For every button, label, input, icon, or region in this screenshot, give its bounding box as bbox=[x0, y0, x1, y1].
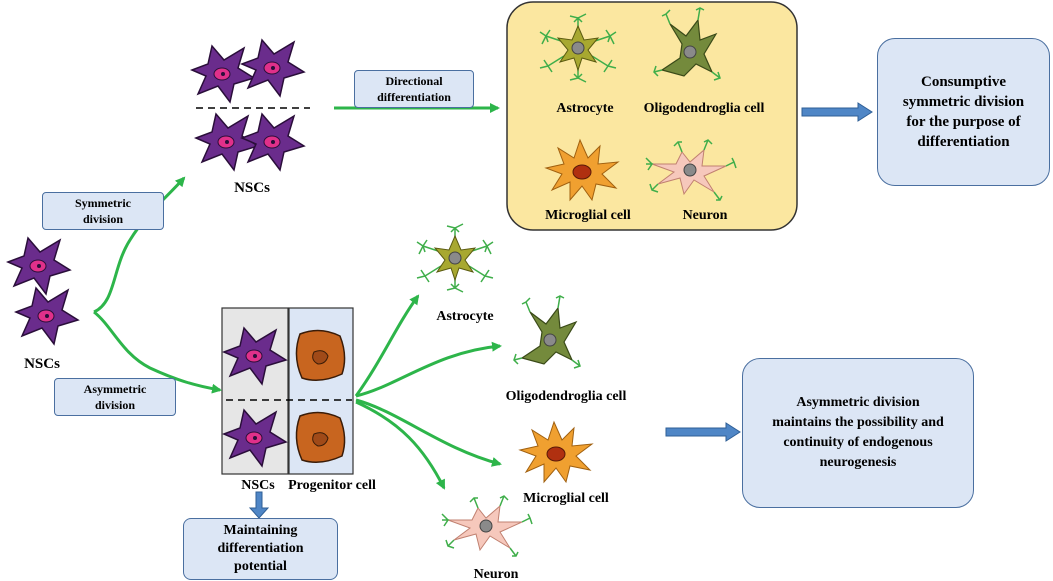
oligodendroglia-label: Oligodendroglia cell bbox=[506, 389, 627, 404]
microglia-icon bbox=[519, 421, 593, 483]
block-arrow-consumptive bbox=[801, 102, 873, 122]
astrocyte-label: Astrocyte bbox=[556, 101, 613, 116]
symmetric-arrow bbox=[93, 176, 186, 314]
to-microglia-arrow bbox=[355, 398, 502, 467]
nsc-cell-icon bbox=[7, 237, 71, 295]
nsc-cell-icon bbox=[191, 45, 255, 103]
block-arrow-maintaining bbox=[248, 491, 270, 519]
nsc-label: NSCs bbox=[234, 180, 270, 196]
block-arrow-asymmetric bbox=[665, 422, 741, 442]
nsc-label: NSCs bbox=[24, 356, 60, 372]
nsc-cell-icon bbox=[241, 39, 305, 97]
microglia-label: Microglial cell bbox=[523, 491, 609, 506]
to-oligodendroglia-arrow bbox=[355, 341, 502, 398]
neuron-label: Neuron bbox=[683, 208, 728, 223]
asymmetric-result-box: Asymmetric division maintains the possib… bbox=[742, 358, 974, 508]
neuron-icon bbox=[441, 495, 533, 557]
astrocyte-icon bbox=[416, 223, 494, 293]
consumptive-division-box: Consumptive symmetric division for the p… bbox=[877, 38, 1050, 186]
nsc-label: NSCs bbox=[241, 478, 275, 493]
nsc-cell-icon bbox=[15, 287, 79, 345]
maintaining-potential-box: Maintaining differentiation potential bbox=[183, 518, 338, 580]
oligodendroglia-icon bbox=[513, 295, 581, 369]
nsc-cell-icon bbox=[241, 113, 305, 171]
to-astrocyte-arrow bbox=[354, 294, 420, 397]
to-neuron-arrow bbox=[355, 400, 446, 490]
progenitor-cell-icon bbox=[295, 329, 346, 381]
symmetric-division-box: Symmetric division bbox=[42, 192, 164, 230]
neuron-label: Neuron bbox=[474, 567, 519, 581]
asymmetric-arrow bbox=[93, 310, 222, 394]
astrocyte-label: Astrocyte bbox=[436, 309, 493, 324]
asymmetric-division-box: Asymmetric division bbox=[54, 378, 176, 416]
microglia-label: Microglial cell bbox=[545, 208, 631, 223]
differentiation-panel bbox=[506, 1, 798, 231]
oligodendroglia-label: Oligodendroglia cell bbox=[644, 101, 765, 116]
progenitor-cell-icon bbox=[295, 411, 346, 463]
directional-differentiation-box: Directional differentiation bbox=[354, 70, 474, 108]
progenitor-label: Progenitor cell bbox=[288, 478, 376, 493]
